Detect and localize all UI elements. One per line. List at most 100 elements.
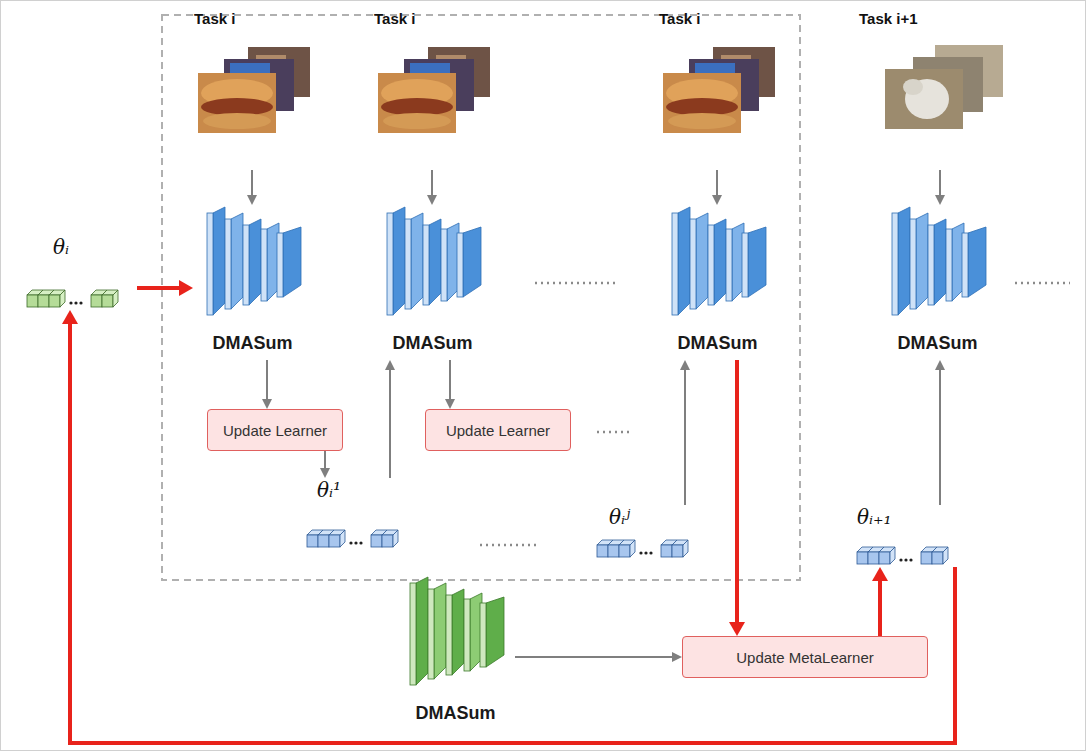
cube-side (393, 530, 398, 547)
arrowhead (712, 195, 722, 205)
cube-cell (921, 552, 932, 564)
dots (349, 541, 352, 544)
network-layer-front (446, 595, 452, 675)
network-layer-front (946, 229, 952, 301)
cube-cell (672, 545, 683, 557)
network-layer-front (225, 219, 231, 309)
network-layer-side (714, 219, 726, 305)
parameter-vector: θᵢ (23, 235, 137, 310)
frame-detail (203, 113, 271, 129)
meta-update-arrow (62, 310, 955, 743)
connector-line (266, 360, 268, 400)
arrowhead (62, 310, 78, 324)
cube-side (60, 290, 65, 307)
network-layer-front (464, 599, 470, 671)
dots (899, 558, 902, 561)
flow-arrow (515, 652, 682, 662)
frame (885, 69, 963, 129)
cube-cell (932, 552, 943, 564)
network-block: DMASum (396, 575, 515, 730)
connector-line (684, 369, 686, 505)
network-layer-side (434, 583, 446, 679)
frame (198, 73, 276, 133)
network-layer-front (480, 603, 486, 667)
arrowhead (262, 399, 272, 409)
cube-cell (38, 295, 49, 307)
cube-side (683, 540, 688, 557)
dots (644, 551, 647, 554)
process-box: Update Learner (425, 409, 571, 451)
network-layer-front (243, 225, 249, 305)
task-label: Task i (194, 10, 315, 27)
ellipsis-dots (535, 282, 615, 285)
arrowhead (247, 195, 257, 205)
ellipsis-dots (1015, 282, 1070, 285)
network-layer-side (916, 213, 928, 309)
network-layer-side (678, 207, 690, 315)
frame-detail (383, 113, 451, 129)
network-layer-front (910, 219, 916, 309)
network-layer-front (708, 225, 714, 305)
ellipsis-dots (480, 544, 540, 547)
frame (378, 73, 456, 133)
connector-line (735, 360, 739, 623)
connector-line (449, 360, 451, 400)
process-label: Update Learner (446, 422, 550, 439)
connector-line (431, 170, 433, 196)
network-name: DMASum (878, 333, 997, 354)
dots (354, 541, 357, 544)
network-block: DMASum (373, 205, 492, 360)
connector-line (878, 580, 882, 636)
network-layer-front (261, 229, 267, 301)
parameter-vector: θᵢ¹ (303, 478, 412, 550)
flow-arrow (320, 451, 330, 478)
cube-cell (27, 295, 38, 307)
arrowhead (445, 399, 455, 409)
network-layer-side (283, 227, 301, 297)
cube-cell (91, 295, 102, 307)
arrowhead (729, 622, 745, 636)
meta-update-arrow (137, 280, 193, 296)
flow-arrow (445, 360, 455, 409)
parameter-vector: θᵢʲ (593, 505, 702, 560)
arrowhead (320, 468, 330, 478)
cube-side (943, 547, 948, 564)
meta-update-arrow (729, 360, 745, 636)
cube-cell (608, 545, 619, 557)
flow-arrow (262, 360, 272, 409)
connector-line (251, 170, 253, 196)
network-layer-front (405, 219, 411, 309)
network-layer-front (207, 213, 213, 315)
network-layer-side (429, 219, 441, 305)
network-layer-side (968, 227, 986, 297)
process-box: Update Learner (207, 409, 343, 451)
cube-side (113, 290, 118, 307)
network-layer-front (428, 589, 434, 679)
ellipsis-dots (597, 431, 632, 434)
network-layer-front (726, 229, 732, 301)
task-frames: Task i (370, 10, 495, 170)
video-frames (655, 27, 780, 157)
network-layer-side (231, 213, 243, 309)
network-layer-front (928, 225, 934, 305)
dots (639, 551, 642, 554)
frame-detail (668, 113, 736, 129)
dots (359, 541, 362, 544)
video-frames (370, 27, 495, 157)
network-block: DMASum (878, 205, 997, 360)
network-layer-front (277, 233, 283, 297)
task-label: Task i (374, 10, 495, 27)
task-frames: Task i (190, 10, 315, 170)
network-block: DMASum (658, 205, 777, 360)
network-layer-front (441, 229, 447, 301)
arrowhead (872, 567, 888, 581)
network-icon (373, 205, 488, 325)
dots (649, 551, 652, 554)
cube-side (630, 540, 635, 557)
cube-cell (371, 535, 382, 547)
cube-cell (329, 535, 340, 547)
connector-line (324, 451, 326, 469)
network-layer-front (962, 233, 968, 297)
